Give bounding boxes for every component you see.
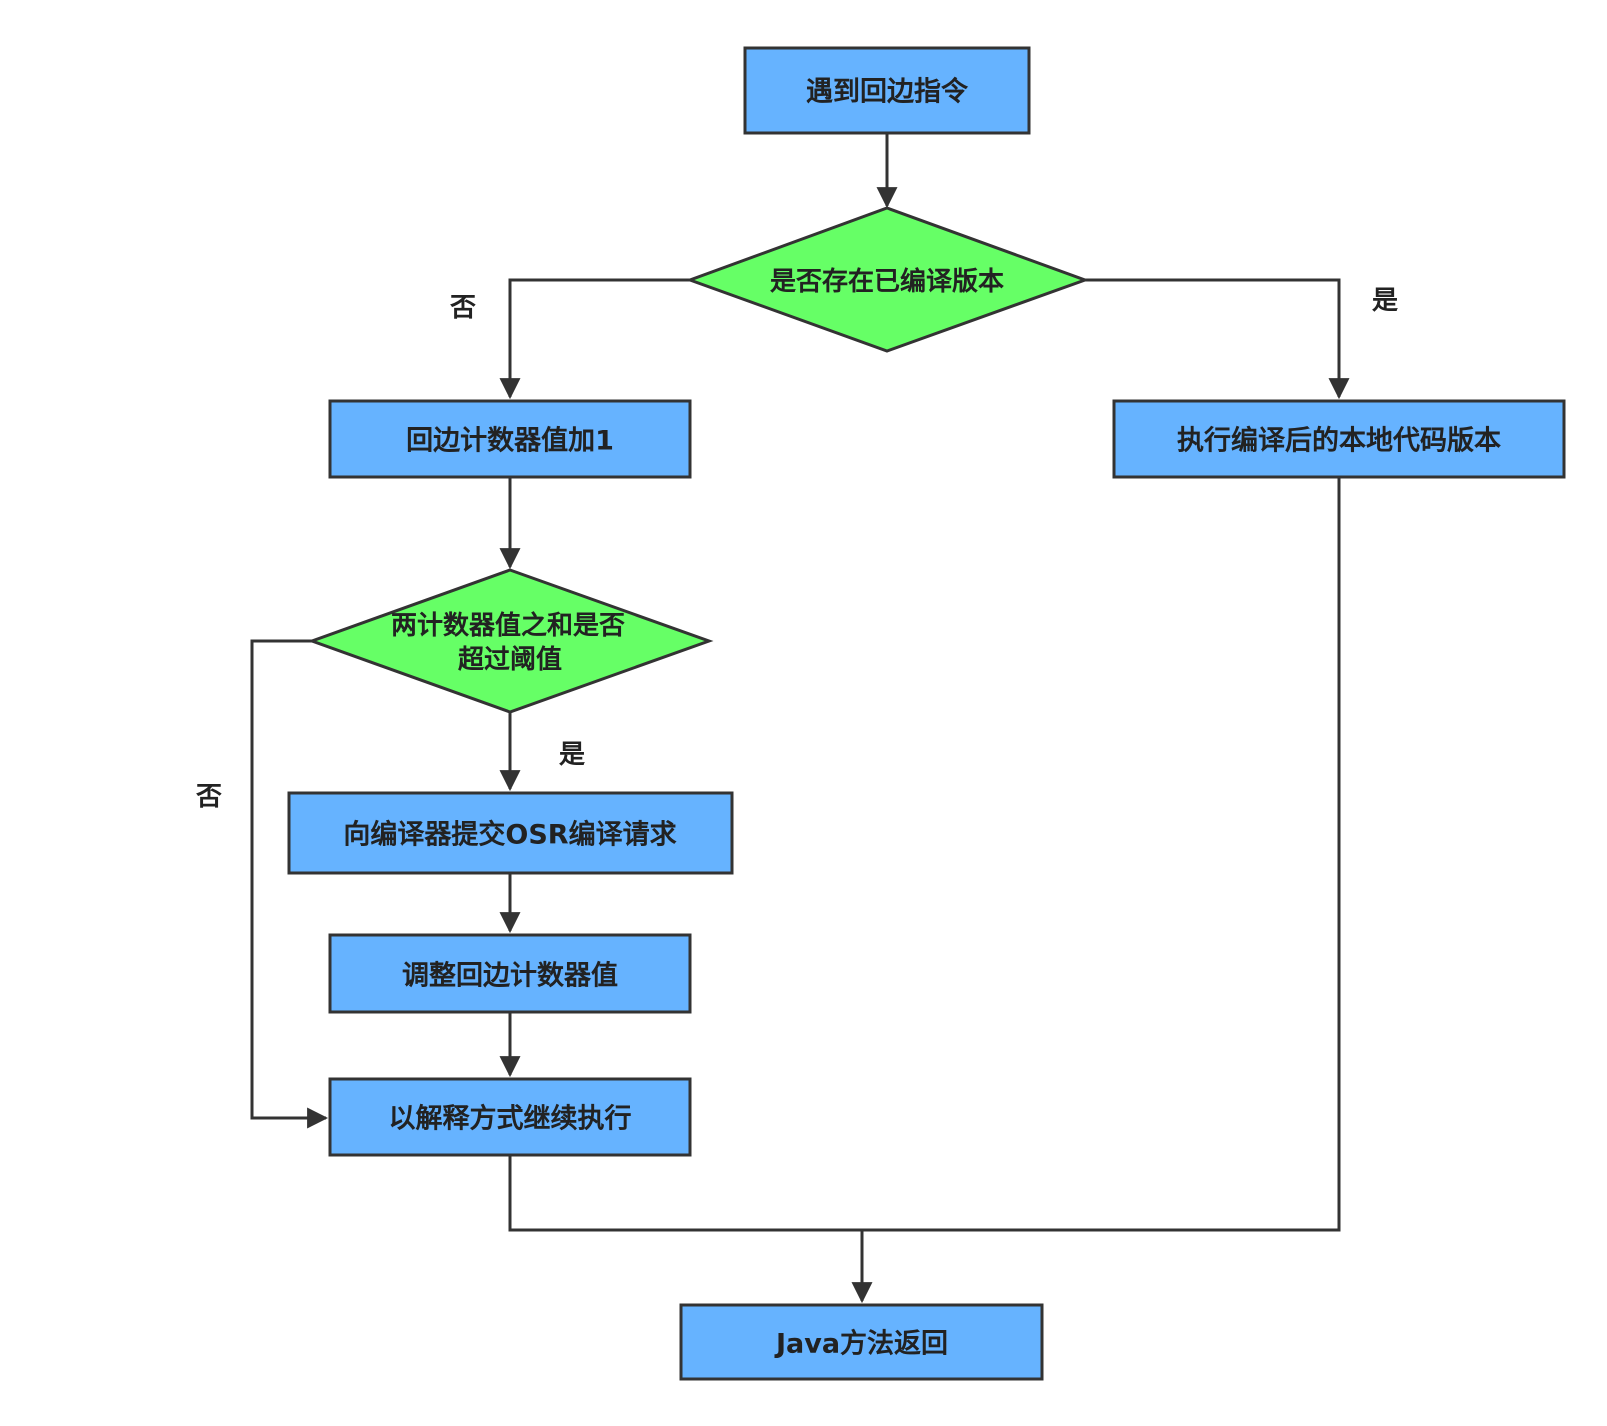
node-start: 遇到回边指令 bbox=[743, 46, 1031, 135]
node-increment: 回边计数器值加1 bbox=[328, 399, 692, 479]
edges bbox=[250, 133, 1350, 1304]
decision-threshold-label-line1: 两计数器值之和是否 bbox=[391, 610, 625, 641]
decision-threshold: 两计数器值之和是否 超过阈值 bbox=[307, 568, 714, 714]
node-interpret: 以解释方式继续执行 bbox=[328, 1077, 692, 1157]
label-compiled-no: 否 bbox=[450, 293, 476, 323]
node-adjust-counter: 调整回边计数器值 bbox=[328, 933, 692, 1014]
node-java-return: Java方法返回 bbox=[679, 1303, 1044, 1381]
node-start-label: 遇到回边指令 bbox=[806, 76, 969, 108]
node-submit-osr-label: 向编译器提交OSR编译请求 bbox=[343, 819, 676, 851]
node-execute-native: 执行编译后的本地代码版本 bbox=[1112, 399, 1566, 479]
label-threshold-no: 否 bbox=[196, 782, 222, 812]
edge-check-no bbox=[499, 278, 690, 400]
node-submit-osr: 向编译器提交OSR编译请求 bbox=[287, 791, 734, 875]
node-java-return-label: Java方法返回 bbox=[774, 1328, 948, 1360]
node-increment-label: 回边计数器值加1 bbox=[406, 426, 614, 457]
edge-threshold-no bbox=[250, 639, 329, 1129]
node-adjust-counter-label: 调整回边计数器值 bbox=[402, 961, 618, 992]
label-threshold-yes: 是 bbox=[559, 740, 585, 770]
decision-threshold-label-line2: 超过阈值 bbox=[458, 645, 562, 675]
label-compiled-yes: 是 bbox=[1372, 286, 1398, 316]
edge-check-yes bbox=[1085, 278, 1350, 400]
node-interpret-label: 以解释方式继续执行 bbox=[389, 1103, 632, 1135]
decision-compiled-label: 是否存在已编译版本 bbox=[770, 266, 1004, 297]
node-execute-native-label: 执行编译后的本地代码版本 bbox=[1177, 425, 1501, 457]
decision-compiled: 是否存在已编译版本 bbox=[685, 206, 1090, 353]
edge-interpret-to-merge bbox=[508, 477, 1341, 1232]
